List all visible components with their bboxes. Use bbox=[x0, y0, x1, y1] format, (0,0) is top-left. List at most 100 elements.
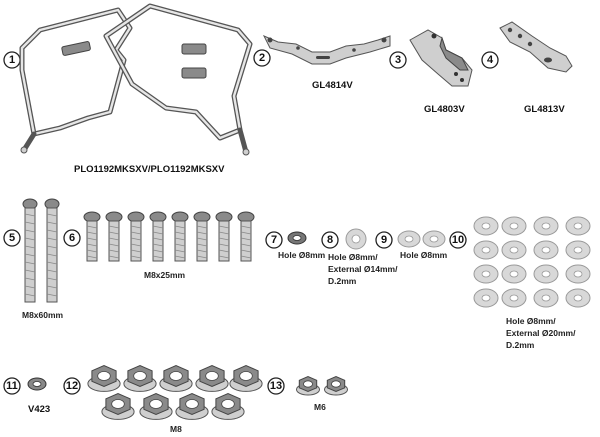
item-number-circle bbox=[63, 377, 81, 395]
item-1-frames: 1 PLO1192MKSXV/PLO1192MKSXV bbox=[3, 3, 253, 175]
item-code: PLO1192MKSXV/PLO1192MKSXV bbox=[74, 164, 225, 175]
item-number-circle bbox=[63, 229, 81, 247]
screw-icon bbox=[105, 211, 123, 262]
item-number-circle bbox=[265, 231, 283, 249]
split-washer-icon bbox=[27, 377, 47, 391]
item-number: 3 bbox=[395, 54, 401, 66]
flange-nut-icon bbox=[101, 392, 135, 420]
item-code: V423 bbox=[28, 404, 50, 415]
item-number-circle bbox=[389, 51, 407, 69]
item-desc: Hole Ø8mm bbox=[278, 250, 326, 260]
item-number-circle bbox=[375, 231, 393, 249]
spacer-icon bbox=[501, 216, 527, 236]
item-number: 4 bbox=[487, 54, 494, 66]
spacer-icon bbox=[501, 264, 527, 284]
spacer-icon bbox=[473, 216, 499, 236]
item-11-lock-washer: 11 V423 bbox=[3, 377, 50, 415]
screw-icon bbox=[149, 211, 167, 262]
item-number: 2 bbox=[259, 52, 265, 64]
short-screw-group bbox=[83, 211, 255, 262]
spacer-icon bbox=[533, 216, 559, 236]
item-number-circle bbox=[267, 377, 285, 395]
item-5-long-screws: 5 M8x60mm bbox=[3, 198, 64, 320]
flat-plate-bracket-icon bbox=[499, 21, 573, 73]
spacer-grid bbox=[473, 216, 591, 308]
item-number: 11 bbox=[6, 380, 18, 392]
spacer-icon bbox=[565, 264, 591, 284]
item-desc-line: External Ø20mm/ bbox=[506, 328, 576, 338]
flange-nut-icon bbox=[123, 364, 157, 392]
item-number-circle bbox=[449, 231, 467, 249]
item-desc-line: D.2mm bbox=[506, 340, 535, 350]
spacer-icon bbox=[565, 240, 591, 260]
flange-nut-icon bbox=[229, 364, 263, 392]
screw-icon bbox=[22, 198, 38, 303]
item-8-flat-washer: 8 Hole Ø8mm/ External Ø14mm/ D.2mm bbox=[321, 228, 398, 286]
spacer-icon bbox=[533, 240, 559, 260]
screw-icon bbox=[171, 211, 189, 262]
screw-icon bbox=[237, 211, 255, 262]
item-number: 9 bbox=[381, 234, 387, 246]
item-number: 10 bbox=[452, 234, 464, 246]
item-desc-line: D.2mm bbox=[328, 276, 357, 286]
flange-nut-icon bbox=[139, 392, 173, 420]
spacer-icon bbox=[473, 264, 499, 284]
item-12-flange-nuts: 12 M8 bbox=[63, 364, 263, 434]
flat-washer-icon bbox=[397, 230, 421, 248]
curved-plate-bracket-icon bbox=[262, 35, 391, 65]
side-rack-frame-icon bbox=[19, 3, 253, 156]
item-number-circle bbox=[481, 51, 499, 69]
spacer-icon bbox=[501, 288, 527, 308]
flange-nut-group bbox=[87, 364, 263, 420]
flat-washer-icon bbox=[422, 230, 446, 248]
item-desc: Hole Ø8mm bbox=[400, 250, 448, 260]
item-number-circle bbox=[3, 377, 21, 395]
spacer-icon bbox=[473, 240, 499, 260]
spacer-icon bbox=[533, 264, 559, 284]
screw-icon bbox=[44, 198, 60, 303]
item-desc: M6 bbox=[314, 402, 326, 412]
screw-icon bbox=[193, 211, 211, 262]
flange-nut-icon bbox=[159, 364, 193, 392]
item-desc: M8 bbox=[170, 424, 182, 434]
spacer-icon bbox=[565, 216, 591, 236]
item-number: 5 bbox=[9, 232, 15, 244]
spacer-icon bbox=[565, 288, 591, 308]
item-number: 7 bbox=[271, 234, 277, 246]
item-number-circle bbox=[321, 231, 339, 249]
item-4-bracket: 4 GL4813V bbox=[481, 21, 573, 115]
item-7-lock-washer: 7 Hole Ø8mm bbox=[265, 231, 326, 260]
screw-icon bbox=[127, 211, 145, 262]
flange-nut-icon bbox=[195, 364, 229, 392]
item-6-short-screws: 6 M8x25mm bbox=[63, 211, 255, 280]
split-washer-icon bbox=[287, 231, 307, 245]
item-number: 1 bbox=[9, 54, 15, 66]
item-13-flange-nuts: 13 M6 bbox=[267, 375, 348, 412]
item-desc: M8x60mm bbox=[22, 310, 64, 320]
flange-nut-icon bbox=[87, 364, 121, 392]
item-9-washers: 9 Hole Ø8mm bbox=[375, 230, 448, 260]
item-2-bracket: 2 GL4814V bbox=[253, 35, 391, 91]
item-desc-line: Hole Ø8mm/ bbox=[328, 252, 378, 262]
flange-nut-icon bbox=[296, 375, 320, 396]
screw-icon bbox=[215, 211, 233, 262]
flange-nut-icon bbox=[175, 392, 209, 420]
item-code: GL4813V bbox=[524, 104, 565, 115]
angled-plate-bracket-icon bbox=[409, 29, 473, 87]
spacer-icon bbox=[501, 240, 527, 260]
item-10-spacers: 10 Hole Ø8mm/ External Ø20mm/ D.2mm bbox=[449, 216, 591, 350]
item-3-bracket: 3 GL4803V bbox=[389, 29, 473, 115]
item-number: 8 bbox=[327, 234, 333, 246]
item-number: 6 bbox=[69, 232, 75, 244]
item-number-circle bbox=[3, 229, 21, 247]
flange-nut-icon bbox=[324, 375, 348, 396]
item-desc: M8x25mm bbox=[144, 270, 186, 280]
item-number: 13 bbox=[270, 380, 282, 392]
item-number: 12 bbox=[66, 380, 78, 392]
spacer-icon bbox=[533, 288, 559, 308]
item-code: GL4803V bbox=[424, 104, 465, 115]
flat-washer-icon bbox=[345, 228, 367, 250]
item-number-circle bbox=[253, 49, 271, 67]
spacer-icon bbox=[473, 288, 499, 308]
